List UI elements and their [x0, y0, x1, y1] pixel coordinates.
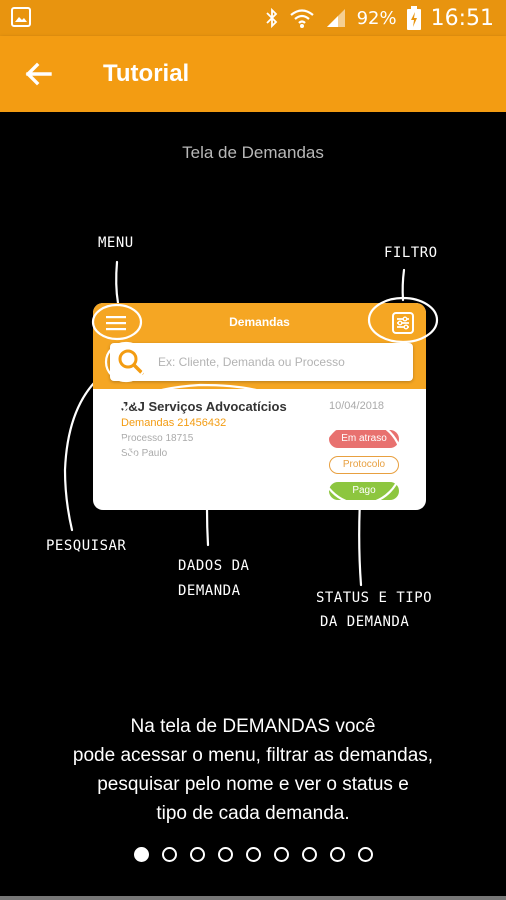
mockup-title: Demandas — [229, 315, 290, 329]
search-icon — [118, 349, 144, 375]
status-badge-protocol: Protocolo — [329, 456, 399, 474]
page-title: Tutorial — [103, 60, 190, 87]
page-dot-4[interactable] — [217, 847, 233, 862]
annotation-menu: MENU — [98, 235, 134, 251]
description-line: tipo de cada demanda. — [156, 803, 350, 824]
mockup-company: J&J Serviços Advocatícios — [121, 399, 287, 414]
page-dot-7[interactable] — [301, 847, 317, 862]
bluetooth-icon — [265, 7, 277, 29]
annotation-search: PESQUISAR — [46, 538, 127, 554]
annotation-filter: FILTRO — [384, 245, 438, 261]
app-bar: Tutorial — [0, 36, 506, 112]
tutorial-screen-title: Tela de Demandas — [182, 143, 324, 162]
mockup-search-field: Ex: Cliente, Demanda ou Processo — [110, 343, 413, 381]
filter-icon — [392, 312, 414, 334]
battery-percent: 92% — [356, 7, 397, 29]
image-icon — [11, 7, 31, 27]
page-dot-3[interactable] — [189, 847, 205, 862]
annotation-data-line2: DEMANDA — [178, 583, 241, 599]
mockup-header: Demandas Ex: Cliente, Demanda ou Process… — [93, 303, 426, 389]
page-dot-1[interactable] — [133, 847, 149, 862]
signal-icon — [326, 9, 345, 27]
description-line: pesquisar pelo nome e ver o status e — [97, 774, 409, 795]
demand-screen-mockup: Demandas Ex: Cliente, Demanda ou Process… — [93, 303, 426, 510]
status-bar: 92% 16:51 — [0, 0, 506, 36]
page-dot-9[interactable] — [357, 847, 373, 862]
description-line: pode acessar o menu, filtrar as demandas… — [72, 745, 434, 766]
annotation-data-line1: DADOS DA — [178, 558, 250, 574]
battery-icon — [406, 6, 421, 30]
mockup-city: São Paulo — [121, 448, 168, 459]
mockup-date: 10/04/2018 — [329, 400, 385, 412]
tutorial-description: Na tela de DEMANDAS você pode acessar o … — [30, 712, 476, 828]
page-dot-5[interactable] — [245, 847, 261, 862]
wifi-icon — [289, 9, 314, 28]
page-dot-6[interactable] — [273, 847, 289, 862]
page-indicator — [0, 847, 506, 862]
mockup-process: Processo 18715 — [121, 433, 194, 444]
annotation-status-line1: STATUS E TIPO — [316, 590, 433, 606]
clock: 16:51 — [430, 5, 494, 31]
status-badge-late: Em atraso — [329, 430, 399, 448]
arrow-back-icon[interactable] — [22, 58, 54, 90]
annotation-status-line2: DA DEMANDA — [320, 614, 410, 630]
mockup-demand-number: Demandas 21456432 — [121, 417, 227, 429]
mockup-search-placeholder: Ex: Cliente, Demanda ou Processo — [158, 355, 345, 369]
status-badge-paid: Pago — [329, 482, 399, 500]
description-line: Na tela de DEMANDAS você — [130, 716, 376, 737]
page-dot-8[interactable] — [329, 847, 345, 862]
page-dot-2[interactable] — [161, 847, 177, 862]
bottom-divider — [0, 896, 506, 900]
